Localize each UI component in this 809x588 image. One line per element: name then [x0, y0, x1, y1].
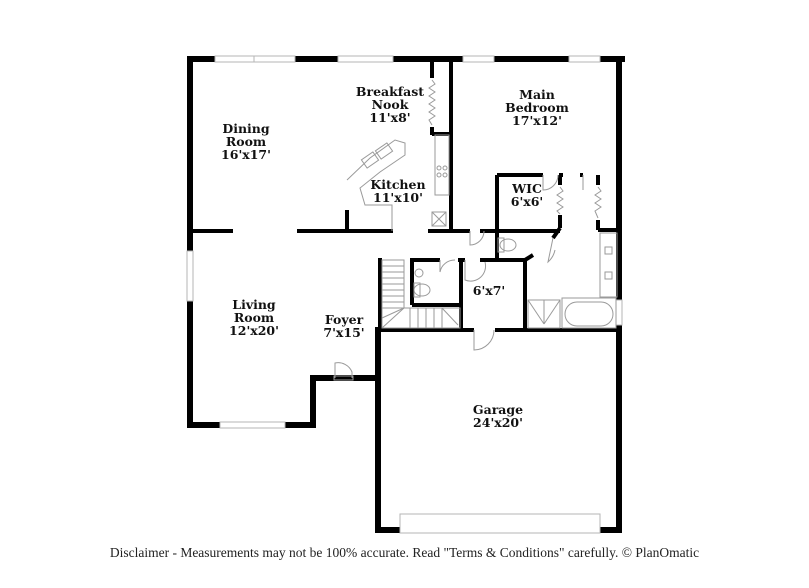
room-label-garage: Garage 24'x20' [473, 403, 523, 429]
room-name: WIC [512, 181, 542, 196]
room-dimensions: 12'x20' [229, 323, 279, 338]
room-dimensions: 17'x12' [512, 113, 562, 128]
room-dimensions: 6'x7' [472, 283, 506, 298]
room-label-main-bedroom: Main Bedroom 17'x12' [505, 88, 569, 127]
exterior-walls [187, 56, 625, 533]
room-name: Dining [222, 121, 270, 136]
fixtures [333, 79, 618, 381]
room-name: Bedroom [505, 100, 569, 115]
room-label-kitchen: Kitchen 11'x10' [370, 178, 425, 204]
room-label-dining-room: Dining Room 16'x17' [221, 122, 271, 161]
room-label-living-room: Living Room 12'x20' [229, 298, 279, 337]
interior-walls [190, 59, 619, 332]
room-name: Living [232, 297, 276, 312]
windows [186, 55, 623, 534]
room-dimensions: 16'x17' [221, 147, 271, 162]
room-label-breakfast-nook: Breakfast Nook 11'x8' [356, 85, 424, 124]
room-name: Room [233, 310, 275, 325]
room-name: Kitchen [370, 177, 426, 192]
room-name: Breakfast [355, 84, 425, 99]
room-name: Room [225, 134, 267, 149]
room-dimensions: 6'x6' [510, 194, 544, 209]
room-dimensions: 11'x10' [373, 190, 423, 205]
room-name: Nook [371, 97, 409, 112]
room-name: Foyer [324, 312, 364, 327]
room-dimensions: 24'x20' [473, 415, 523, 430]
room-dimensions: 11'x8' [369, 110, 411, 125]
room-name: Main [519, 87, 555, 102]
room-name: Garage [472, 402, 524, 417]
room-label-wic: WIC 6'x6' [511, 182, 544, 208]
room-label-foyer: Foyer 7'x15' [323, 313, 364, 339]
room-label-laundry: 6'x7' [473, 284, 506, 297]
room-dimensions: 7'x15' [323, 325, 365, 340]
disclaimer-text: Disclaimer - Measurements may not be 100… [109, 545, 700, 560]
